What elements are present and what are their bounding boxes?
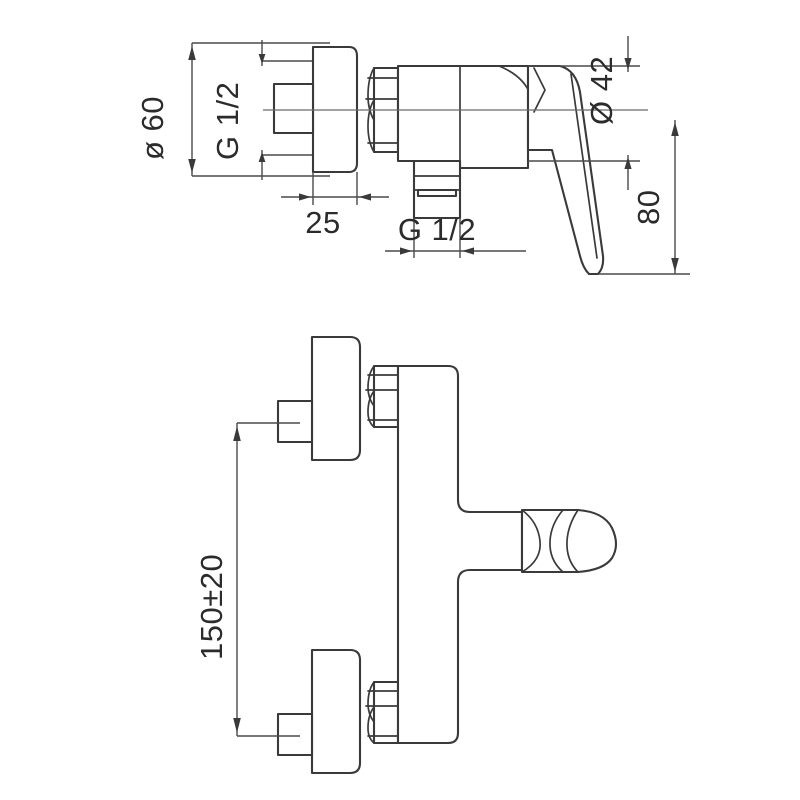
bottom-outlet: [412, 159, 462, 220]
dim-label-g-half-top: G 1/2: [210, 82, 245, 160]
dimension-height-80: 80: [598, 120, 690, 275]
front-spout-cap: [520, 508, 618, 574]
dim-label-dia-60: ø 60: [135, 96, 170, 160]
dimension-centers-150: 150±20: [194, 422, 300, 737]
lever-notch: [533, 67, 546, 113]
front-upper-inlet-stub: [276, 399, 314, 444]
dim-label-centers-150: 150±20: [194, 554, 229, 660]
dimension-depth-25: 25: [281, 172, 389, 240]
inlet-stub: [272, 82, 315, 135]
front-lower-flange: [310, 648, 362, 775]
dim-label-g-half-bottom: G 1/2: [398, 212, 476, 247]
dim-label-height-80: 80: [631, 190, 666, 225]
mixer-body: [396, 64, 530, 170]
lever-handle: [526, 64, 605, 276]
dimension-g-half-inlet: G 1/2: [210, 40, 330, 180]
front-mixer-body: [396, 364, 524, 745]
lever-inner-edge: [570, 73, 598, 259]
dimension-dia-42: Ø 42: [528, 36, 640, 190]
front-upper-flange: [310, 335, 362, 462]
front-lower-inlet-stub: [276, 712, 314, 757]
dim-label-dia-42: Ø 42: [584, 56, 619, 125]
dimension-g-half-outlet: G 1/2: [385, 212, 526, 258]
front-elevation-view: 150±20: [194, 335, 618, 775]
side-elevation-view: ø 60 G 1/2: [135, 36, 690, 276]
dimension-dia-60: ø 60: [135, 42, 330, 177]
dim-label-depth-25: 25: [305, 205, 340, 240]
